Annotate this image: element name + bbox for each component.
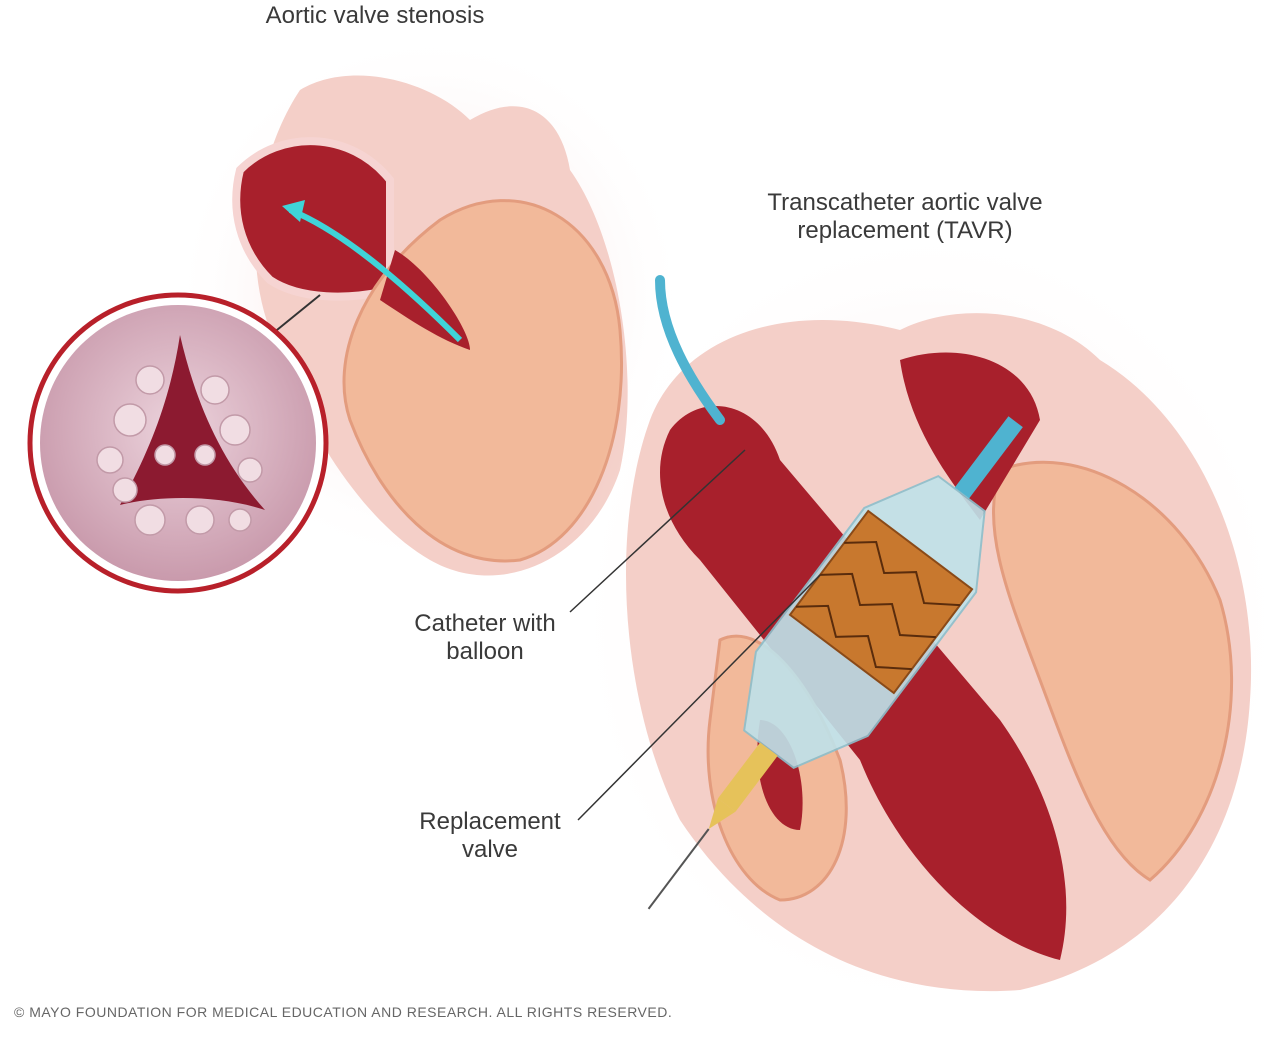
tavr-title-line1: Transcatheter aortic valve — [767, 189, 1043, 216]
catheter-leader-line — [569, 449, 746, 613]
catheter-balloon — [647, 416, 1023, 910]
valve-leader-line — [577, 574, 821, 821]
replacement-valve — [788, 509, 974, 695]
valve-label-line2: valve — [461, 836, 519, 863]
calcified-valve-inset — [27, 292, 329, 594]
catheter-label-line2: balloon — [446, 638, 524, 665]
stenosis-title: Aortic valve stenosis — [265, 2, 485, 29]
valve-label-line1: Replacement — [419, 808, 561, 835]
tavr-title-line2: replacement (TAVR) — [797, 217, 1013, 244]
copyright-notice: © MAYO FOUNDATION FOR MEDICAL EDUCATION … — [14, 1004, 673, 1020]
catheter-label-line1: Catheter with — [414, 610, 556, 637]
